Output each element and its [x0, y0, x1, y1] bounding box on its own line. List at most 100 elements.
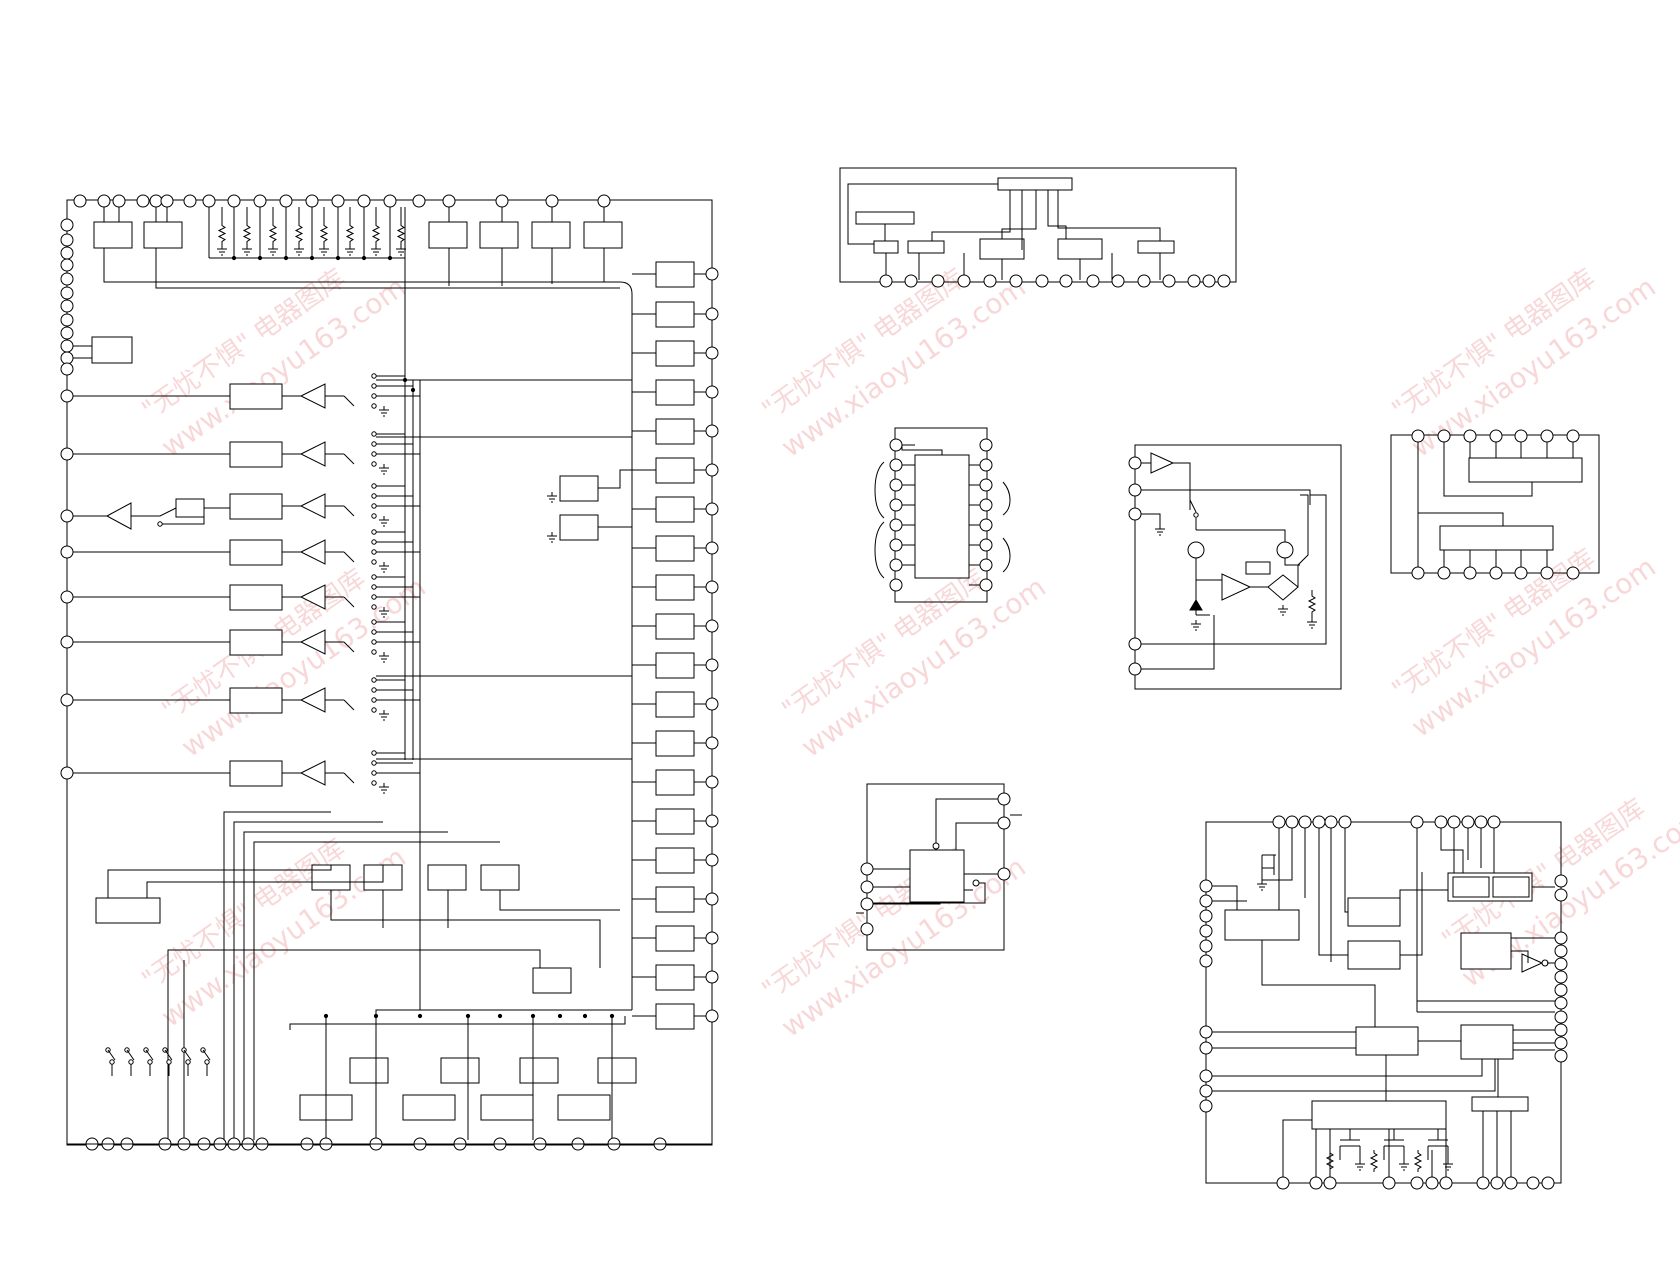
ic-top-right-block-diagram	[839, 167, 1237, 288]
pin	[1199, 1041, 1213, 1055]
wire	[289, 1016, 626, 1030]
pin	[136, 194, 150, 208]
pin	[60, 389, 74, 403]
pin	[227, 194, 241, 208]
pin	[1199, 1069, 1213, 1083]
pin	[1541, 1176, 1555, 1190]
pin	[1199, 954, 1213, 968]
wire	[376, 379, 632, 760]
pin	[597, 194, 611, 208]
pin	[705, 1009, 719, 1023]
pin	[60, 766, 74, 780]
pin	[1199, 909, 1213, 923]
lower-block	[532, 967, 572, 994]
wire	[319, 248, 329, 256]
wire	[202, 1049, 211, 1061]
wire	[874, 461, 885, 519]
pin	[60, 233, 74, 247]
pin	[979, 478, 993, 492]
wire	[345, 222, 355, 245]
ctrl-block	[1311, 1100, 1447, 1130]
output-block	[655, 340, 695, 367]
wire	[379, 565, 389, 573]
wire	[931, 190, 1161, 241]
pin	[1554, 931, 1568, 945]
switch-contact	[147, 1059, 153, 1065]
pin	[889, 438, 903, 452]
amplifier-triangle	[299, 539, 326, 565]
pin	[979, 538, 993, 552]
pin	[705, 424, 719, 438]
sr-block	[1439, 525, 1554, 551]
pin	[1434, 815, 1448, 829]
ctrl-block	[1460, 1024, 1514, 1060]
wire	[874, 521, 885, 579]
pin	[1199, 1025, 1213, 1039]
side-block	[559, 475, 599, 502]
pin	[60, 272, 74, 286]
wire	[217, 248, 227, 256]
wire	[217, 222, 227, 245]
pin	[1128, 507, 1142, 521]
switch-contact	[371, 503, 377, 509]
top-block	[143, 221, 183, 249]
pin	[1566, 429, 1580, 443]
wire	[268, 248, 278, 256]
top-block	[428, 221, 468, 249]
pin	[705, 736, 719, 750]
wire	[319, 222, 329, 245]
pin	[331, 194, 345, 208]
wire	[379, 786, 389, 794]
junction-dot	[373, 1013, 379, 1019]
pin	[495, 194, 509, 208]
side-block	[559, 514, 599, 541]
pin	[60, 218, 74, 232]
wire	[1369, 1150, 1379, 1172]
switch-contact	[371, 594, 377, 600]
pin	[889, 458, 903, 472]
output-block	[655, 808, 695, 835]
wire	[847, 183, 998, 245]
pin	[60, 326, 74, 340]
pin	[202, 194, 216, 208]
wire	[343, 699, 355, 711]
wire	[343, 453, 355, 465]
pin	[1554, 970, 1568, 984]
switch-contact	[371, 441, 377, 447]
pin	[1312, 815, 1326, 829]
switch-contact	[166, 1059, 172, 1065]
pin	[705, 541, 719, 555]
wire	[1304, 828, 1348, 962]
wire	[1212, 1031, 1496, 1092]
pin	[1324, 815, 1338, 829]
pin	[1276, 1176, 1290, 1190]
wire	[107, 865, 384, 898]
pin	[1187, 274, 1201, 288]
pin	[160, 194, 174, 208]
wire	[873, 814, 1022, 905]
pin	[60, 339, 74, 353]
pin	[279, 194, 293, 208]
wire	[1262, 854, 1276, 875]
amplifier-triangle	[1150, 452, 1175, 474]
switch-contact	[371, 539, 377, 545]
wire	[343, 596, 355, 608]
pin	[705, 775, 719, 789]
regulator-outline	[1134, 444, 1342, 690]
output-block	[655, 301, 695, 328]
pin	[1437, 429, 1451, 443]
switch-contact	[128, 1059, 134, 1065]
output-block	[655, 847, 695, 874]
wire	[1278, 608, 1288, 616]
switch-contact	[371, 750, 377, 756]
amplifier-triangle	[299, 687, 326, 713]
wire	[396, 248, 406, 256]
lower-block	[95, 897, 161, 924]
pin	[705, 814, 719, 828]
wire	[345, 248, 355, 256]
lower-block	[440, 1057, 480, 1084]
wire	[1440, 828, 1495, 873]
lower-block	[427, 864, 467, 891]
wire	[1257, 883, 1267, 891]
ic-regulator-circuit	[1128, 444, 1342, 690]
